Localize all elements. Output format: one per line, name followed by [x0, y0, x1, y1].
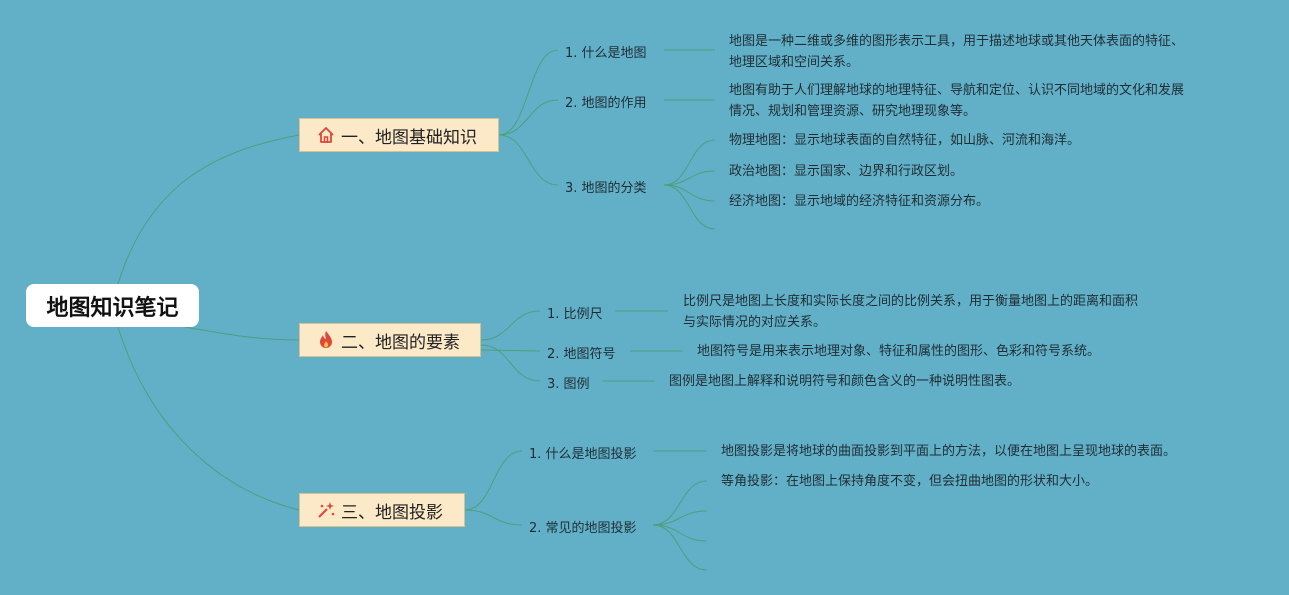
connector-b1-sub3 — [498, 134, 559, 186]
leaf-map-definition[interactable]: 地图是一种二维或多维的图形表示工具，用于描述地球或其他天体表面的特征、 地理区域… — [729, 34, 1185, 70]
sparkle-wand-icon — [316, 500, 336, 520]
connector-common-leaf2 — [652, 510, 708, 526]
subtopic-what-is-map[interactable]: 1. 什么是地图 — [565, 46, 647, 61]
house-icon — [316, 125, 336, 145]
leaf-legend[interactable]: 图例是地图上解释和说明符号和颜色含义的一种说明性图表。 — [669, 374, 1021, 389]
leaf-map-symbols[interactable]: 地图符号是用来表示地理对象、特征和属性的图形、色彩和符号系统。 — [697, 344, 1101, 359]
branch-map-elements[interactable]: 二、地图的要素 — [299, 323, 481, 357]
root-title: 地图知识笔记 — [46, 295, 179, 321]
connector-b1-sub2 — [498, 99, 559, 136]
branch-map-projection[interactable]: 三、地图投影 — [299, 493, 465, 527]
leaf-political-map[interactable]: 政治地图：显示国家、边界和行政区划。 — [729, 164, 964, 179]
leaf-economic-map[interactable]: 经济地图：显示地域的经济特征和资源分布。 — [729, 194, 990, 209]
connector-b2-sub2 — [480, 349, 541, 352]
connector-b1-sub1 — [498, 49, 559, 136]
connector-sub3-leaf3 — [663, 184, 716, 202]
leaf-projection-definition[interactable]: 地图投影是将地球的曲面投影到平面上的方法，以便在地图上呈现地球的表面。 — [721, 444, 1177, 459]
connector-common-leaf4 — [652, 524, 708, 571]
subtopic-what-is-projection[interactable]: 1. 什么是地图投影 — [529, 447, 637, 462]
connector-root-branch1 — [117, 134, 300, 285]
connector-root-branch2 — [184, 326, 300, 341]
connector-common-leaf1 — [652, 480, 708, 526]
subtopic-scale[interactable]: 1. 比例尺 — [547, 307, 603, 322]
connector-b3-sub1 — [464, 450, 523, 511]
connector-b2-sub1 — [480, 310, 541, 341]
leaf-scale[interactable]: 比例尺是地图上长度和实际长度之间的比例关系，用于衡量地图上的距离和面积 与实际情… — [683, 294, 1139, 330]
subtopic-legend[interactable]: 3. 图例 — [547, 377, 590, 392]
leaf-conformal-projection[interactable]: 等角投影：在地图上保持角度不变，但会扭曲地图的形状和大小。 — [721, 474, 1099, 489]
branch-label: 三、地图投影 — [341, 502, 443, 523]
connector-common-leaf3 — [652, 524, 708, 542]
fire-icon — [316, 330, 336, 350]
subtopic-common-projections[interactable]: 2. 常见的地图投影 — [529, 521, 637, 536]
branch-label: 二、地图的要素 — [341, 332, 460, 353]
subtopic-map-function[interactable]: 2. 地图的作用 — [565, 96, 647, 111]
subtopic-map-types[interactable]: 3. 地图的分类 — [565, 181, 647, 196]
branch-label: 一、地图基础知识 — [341, 127, 477, 148]
connector-sub3-leaf2 — [663, 170, 716, 186]
leaf-physical-map[interactable]: 物理地图：显示地球表面的自然特征，如山脉、河流和海洋。 — [729, 133, 1081, 148]
branch-map-basics[interactable]: 一、地图基础知识 — [299, 118, 499, 152]
connector-b3-sub2 — [464, 509, 523, 526]
leaf-map-function[interactable]: 地图有助于人们理解地球的地理特征、导航和定位、认识不同地域的文化和发展 情况、规… — [729, 83, 1185, 119]
connector-b2-sub3 — [480, 344, 541, 382]
connector-sub3-leaf4 — [663, 184, 716, 230]
connector-root-branch3 — [117, 326, 300, 511]
root-topic[interactable]: 地图知识笔记 — [26, 284, 199, 327]
subtopic-map-symbols[interactable]: 2. 地图符号 — [547, 347, 616, 362]
connector-sub3-leaf1 — [663, 139, 716, 186]
